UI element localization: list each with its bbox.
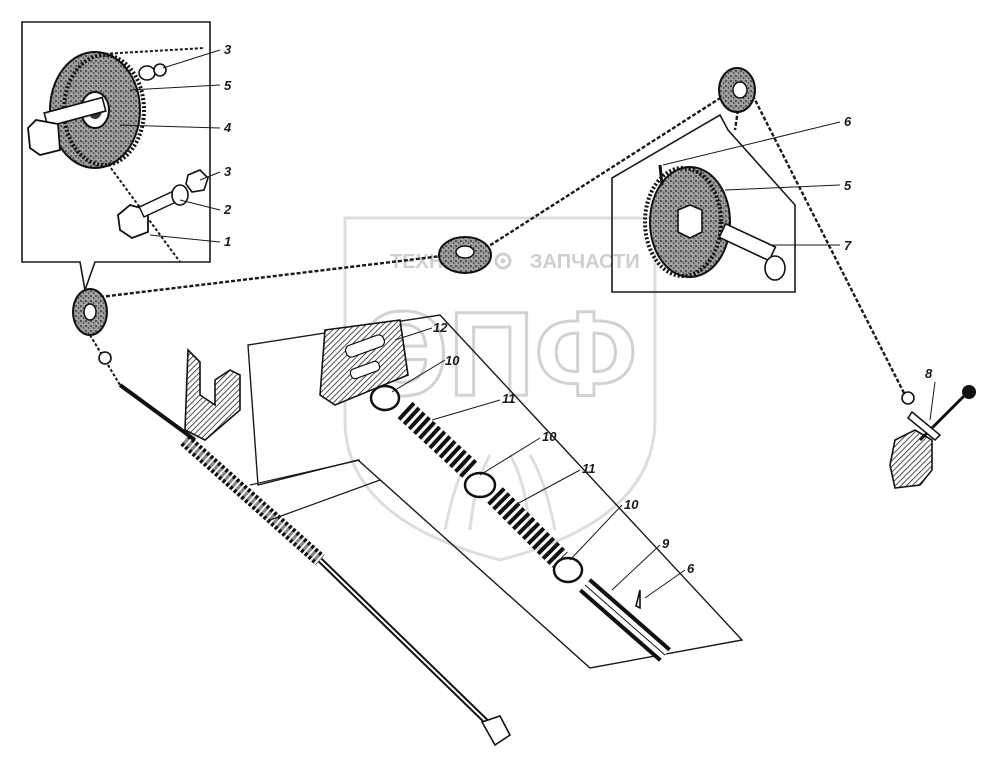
exploded-rod-detail: 12 10 11 10 11 10 9 6 xyxy=(247,314,744,669)
cable-top-to-lever xyxy=(748,89,907,396)
callout-10-top: 10 xyxy=(445,353,460,368)
gear-icon xyxy=(494,252,512,270)
callout-5-right: 5 xyxy=(844,178,852,193)
cotter-pin-right xyxy=(658,164,664,186)
plate-12 xyxy=(319,319,409,406)
exploded-frame xyxy=(247,314,744,669)
pulley-top xyxy=(718,67,756,113)
cotter-pin-6 xyxy=(635,589,641,610)
right-inset-leaders xyxy=(662,121,841,246)
callout-12: 12 xyxy=(433,320,448,335)
rod-assembly xyxy=(89,334,512,747)
control-lever: 8 xyxy=(889,366,976,489)
callout-10-low: 10 xyxy=(624,497,639,512)
inset-right-frame xyxy=(611,113,796,293)
callout-1: 1 xyxy=(224,234,231,249)
callout-4: 4 xyxy=(223,120,232,135)
callout-5-inset: 5 xyxy=(224,78,232,93)
callout-11-mid: 11 xyxy=(582,461,596,476)
callout-6-top: 6 xyxy=(844,114,852,129)
washer-10b xyxy=(463,471,497,499)
inset-cable-lower xyxy=(104,159,181,263)
washer-10a xyxy=(369,384,401,412)
callout-3-top: 3 xyxy=(224,42,232,57)
spring-11b xyxy=(487,487,568,568)
watermark-big-letters: ЭПФ xyxy=(363,287,637,421)
inset-frame xyxy=(21,21,211,294)
clamp-small xyxy=(98,351,112,365)
cable-route xyxy=(99,89,907,396)
callout-7: 7 xyxy=(844,238,852,253)
axle-bolt-right xyxy=(718,222,786,281)
cable-middle-to-top xyxy=(474,93,726,257)
cable-top-down-left xyxy=(733,109,740,131)
inset-leaders xyxy=(119,49,221,243)
callout-10-mid: 10 xyxy=(542,429,557,444)
callout-6-low: 6 xyxy=(687,561,695,576)
exploded-leaders xyxy=(391,327,686,599)
watermark-right-word: ЗАПЧАСТИ xyxy=(530,251,640,273)
bolt-axle xyxy=(27,96,107,156)
rod-end-fork xyxy=(480,715,512,747)
callout-8: 8 xyxy=(925,366,933,381)
washer-10c xyxy=(552,556,584,584)
watermark-shield xyxy=(343,216,657,562)
inset-pulley-detail: 3 5 4 3 2 1 xyxy=(21,21,232,294)
rod-upper xyxy=(118,383,197,442)
pulley-wheel-right xyxy=(643,166,731,278)
callout-9: 9 xyxy=(662,536,670,551)
nut-top xyxy=(153,63,167,77)
exploded-connectors xyxy=(249,459,381,521)
spring-11a xyxy=(397,401,478,479)
mounting-bracket xyxy=(184,348,241,441)
callout-11-top: 11 xyxy=(502,391,516,406)
callout-2: 2 xyxy=(223,202,232,217)
pulley-left xyxy=(72,288,108,336)
cable-left-to-middle xyxy=(99,253,451,299)
pulley-middle xyxy=(438,236,492,274)
inset-pulley-right: 6 5 7 xyxy=(611,113,852,293)
washer-top xyxy=(138,65,156,81)
clamp-bolt xyxy=(117,169,209,240)
callout-3-lower: 3 xyxy=(224,164,232,179)
